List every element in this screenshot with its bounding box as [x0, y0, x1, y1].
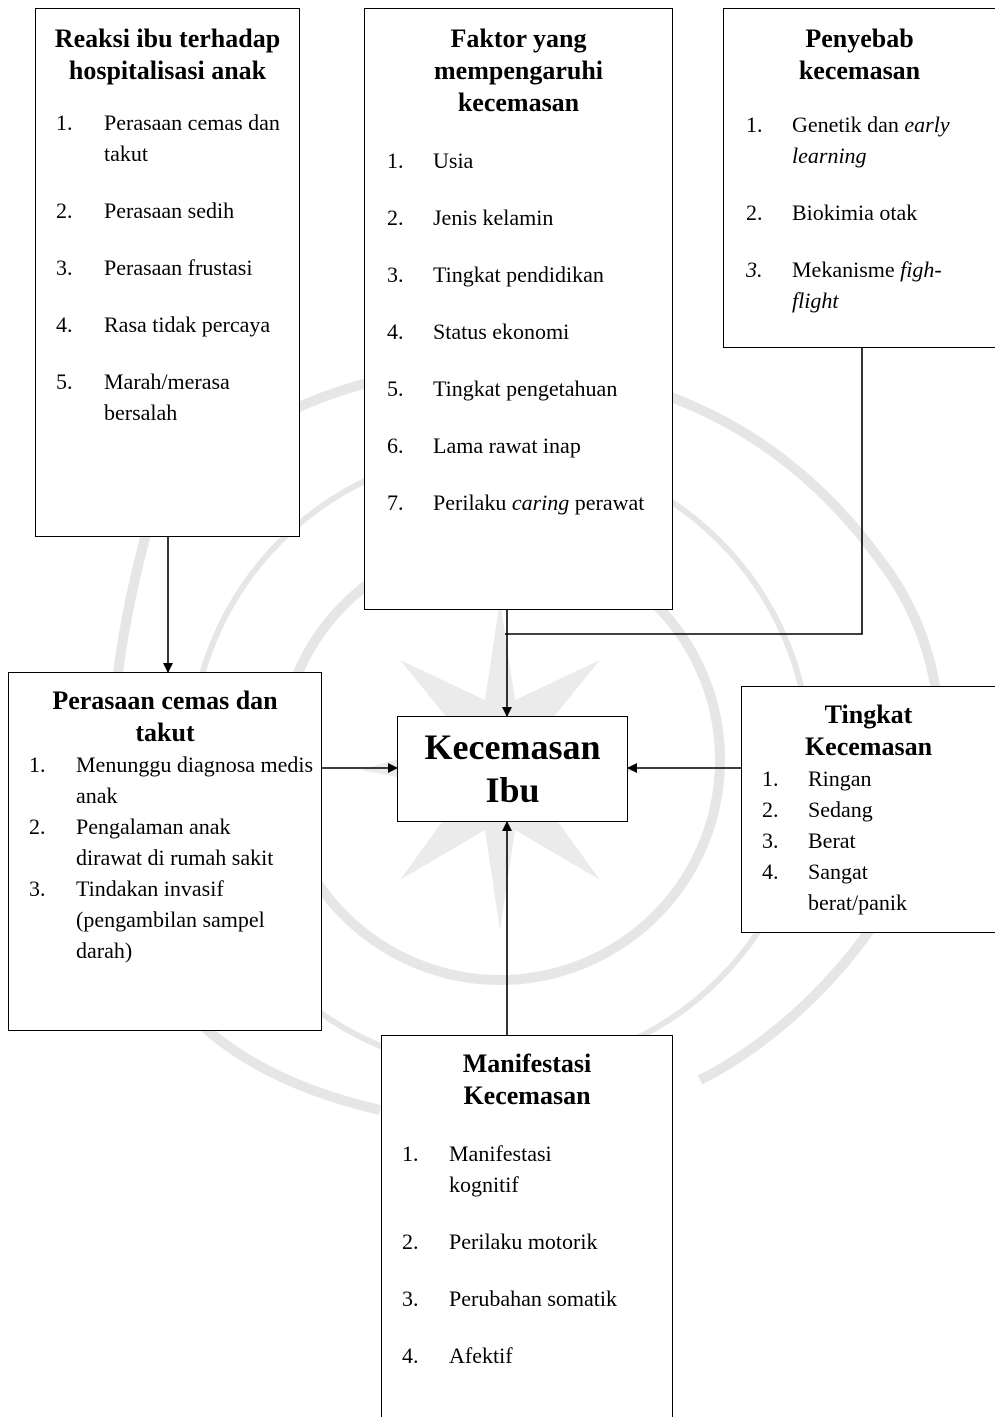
list-item: 3.Perubahan somatik [402, 1286, 618, 1311]
manifestasi-title: Manifestasi Kecemasan [462, 1049, 592, 1110]
list-item: 2.Perilaku motorik [402, 1229, 598, 1254]
box-manifestasi: Manifestasi Kecemasan 1.Manifestasi kogn… [381, 1035, 673, 1417]
box-reaksi-ibu: Reaksi ibu terhadap hospitalisasi anak 1… [35, 8, 300, 537]
box-faktor: Faktor yang mempengaruhi kecemasan 1.Usi… [364, 8, 673, 610]
list-item: 2.Perasaan sedih [56, 198, 235, 223]
list-item: 1.Perasaan cemas dan takut [56, 110, 280, 166]
faktor-title: Faktor yang mempengaruhi kecemasan [434, 24, 603, 117]
list-item: 1.Genetik dan early learning [746, 112, 950, 168]
penyebab-title: Penyebab kecemasan [798, 24, 921, 85]
reaksi-title: Reaksi ibu terhadap hospitalisasi anak [54, 24, 281, 85]
list-item: 4.Afektif [402, 1343, 513, 1368]
list-item: 3.Mekanisme figh-flight [746, 257, 942, 313]
list-item: 2.Biokimia otak [746, 200, 918, 225]
list-item: 1.Usia [387, 148, 474, 173]
list-item: 2.Sedang [762, 797, 873, 822]
list-item: 1.Manifestasi kognitif [402, 1141, 552, 1197]
list-item: 3.Perasaan frustasi [56, 255, 253, 280]
list-item: 4.Rasa tidak percaya [56, 312, 271, 337]
center-title: Kecemasan Ibu [424, 727, 601, 810]
list-item: 7.Perilaku caring perawat [387, 490, 645, 515]
tingkat-list: 1.Ringan 2.Sedang 3.Berat 4.Sangat berat… [742, 763, 995, 918]
penyebab-list: 1.Genetik dan early learning 2.Biokimia … [724, 109, 995, 316]
perasaan-title: Perasaan cemas dan takut [52, 686, 278, 747]
list-item: 1.Menunggu diagnosa medis anak [29, 752, 314, 808]
list-item: 6.Lama rawat inap [387, 433, 581, 458]
list-item: 5.Marah/merasa bersalah [56, 369, 230, 425]
tingkat-title: Tingkat Kecemasan [804, 700, 933, 761]
box-tingkat-kecemasan: Tingkat Kecemasan 1.Ringan 2.Sedang 3.Be… [741, 686, 995, 933]
list-item: 3.Berat [762, 828, 856, 853]
list-item: 4.Sangat berat/panik [762, 859, 907, 915]
list-item: 1.Ringan [762, 766, 872, 791]
list-item: 3.Tindakan invasif (pengambilan sampel d… [29, 876, 265, 963]
list-item: 5.Tingkat pengetahuan [387, 376, 618, 401]
box-kecemasan-ibu: Kecemasan Ibu [397, 716, 628, 822]
box-perasaan-cemas: Perasaan cemas dan takut 1.Menunggu diag… [8, 672, 322, 1031]
perasaan-list: 1.Menunggu diagnosa medis anak 2.Pengala… [9, 749, 321, 966]
manifestasi-list: 1.Manifestasi kognitif 2.Perilaku motori… [382, 1138, 672, 1371]
list-item: 2.Pengalaman anak dirawat di rumah sakit [29, 814, 274, 870]
list-item: 2.Jenis kelamin [387, 205, 554, 230]
list-item: 3.Tingkat pendidikan [387, 262, 604, 287]
reaksi-list: 1.Perasaan cemas dan takut 2.Perasaan se… [36, 107, 299, 428]
box-penyebab: Penyebab kecemasan 1.Genetik dan early l… [723, 8, 995, 348]
faktor-list: 1.Usia 2.Jenis kelamin 3.Tingkat pendidi… [365, 145, 672, 518]
list-item: 4.Status ekonomi [387, 319, 570, 344]
